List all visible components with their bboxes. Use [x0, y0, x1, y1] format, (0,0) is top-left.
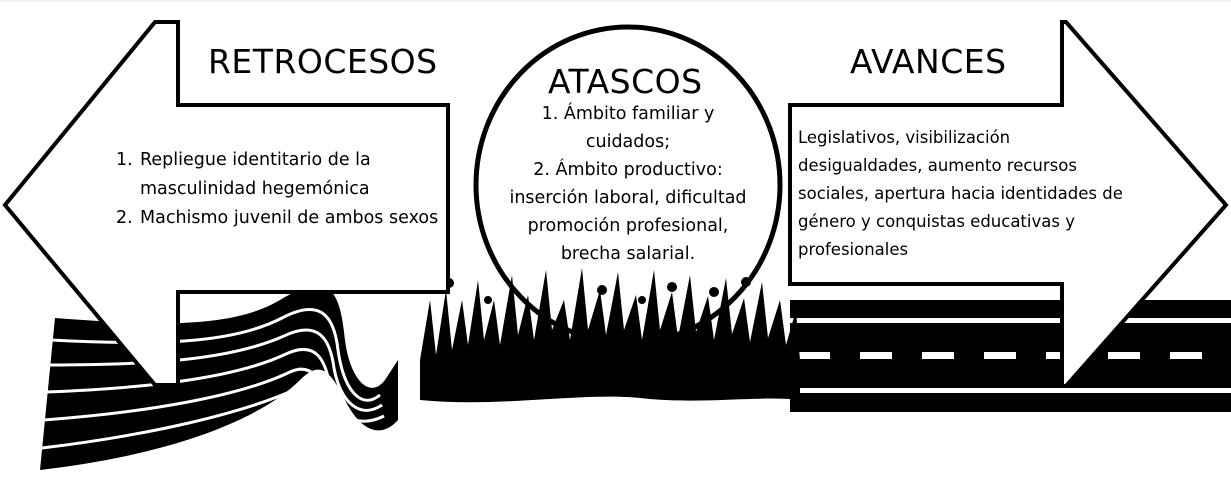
- atascos-title: ATASCOS: [548, 62, 703, 101]
- atascos-list: 1. Ámbito familiar y cuidados; 2. Ámbito…: [508, 100, 748, 268]
- atascos-item: 2. Ámbito productivo: inserción laboral,…: [509, 160, 747, 264]
- right-arrow-shape: [788, 20, 1229, 388]
- list-item-text: Repliegue identitario de la masculinidad…: [140, 150, 371, 199]
- avances-title: AVANCES: [850, 42, 1007, 81]
- retrocesos-title: RETROCESOS: [208, 42, 438, 81]
- retrocesos-item: 2. Machismo juvenil de ambos sexos: [116, 204, 446, 233]
- atascos-item: 1. Ámbito familiar y cuidados;: [541, 104, 715, 152]
- top-divider: [0, 0, 1231, 2]
- grass-icon: [420, 268, 800, 403]
- highway-road-icon: [790, 300, 1231, 412]
- avances-text: Legislativos, visibilización desigualdad…: [798, 128, 1123, 259]
- retrocesos-list: 1. Repliegue identitario de la masculini…: [116, 146, 446, 233]
- list-number: 1.: [116, 150, 133, 170]
- retrocesos-item: 1. Repliegue identitario de la masculini…: [116, 146, 446, 204]
- list-number: 2.: [116, 208, 133, 228]
- list-item-text: Machismo juvenil de ambos sexos: [140, 208, 439, 228]
- left-arrow-shape: [2, 20, 450, 387]
